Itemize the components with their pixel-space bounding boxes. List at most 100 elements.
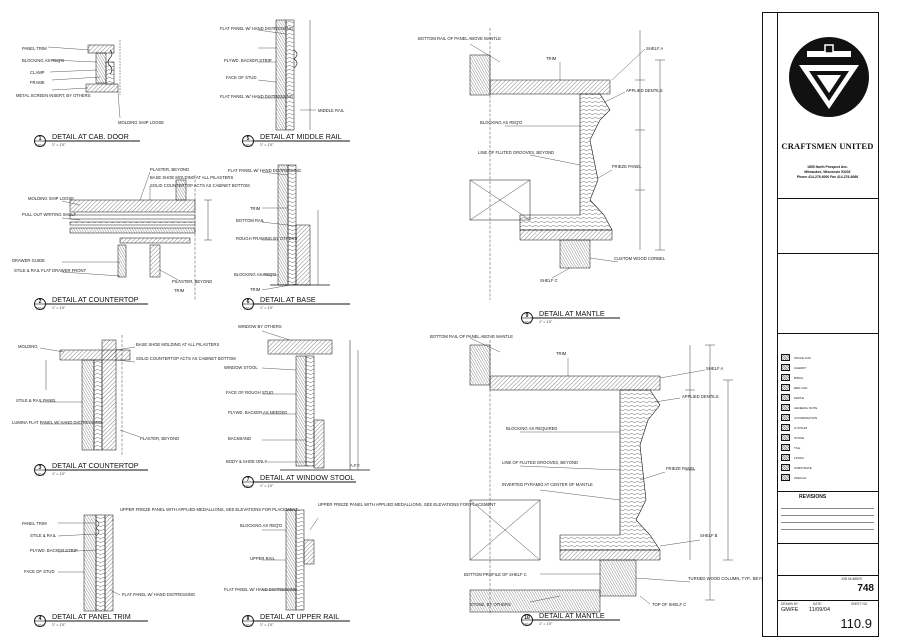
label: TOP OF SHELF C bbox=[652, 602, 686, 607]
detail-title: DETAIL AT WINDOW STOOL bbox=[260, 473, 354, 482]
label: UPPER FRIEZE PANEL WITH APPLIED MEDALLIO… bbox=[318, 502, 496, 507]
legend-text: GYPSUM bbox=[794, 425, 808, 430]
detail-scale: 1" = 1'0" bbox=[539, 320, 553, 324]
label: BASE SHOE MOLDING AT ALL PILASTERS bbox=[136, 342, 219, 347]
detail-title: DETAIL AT MIDDLE RAIL bbox=[260, 132, 342, 141]
detail-title: DETAIL AT COUNTERTOP bbox=[52, 461, 139, 470]
legend-swatch bbox=[781, 454, 790, 461]
label: FRAME bbox=[30, 80, 45, 85]
label: BLOCKING AS REQ'D bbox=[22, 58, 64, 63]
detail-8-title: 8 110.9 DETAIL AT UPPER RAIL 1" = 1'0" bbox=[242, 612, 350, 627]
firm-address-1: 1855 North Prospect Ave. bbox=[807, 165, 848, 169]
legend-row: COORDINATION bbox=[781, 413, 817, 422]
label: PLASTER, BEYOND bbox=[150, 167, 189, 172]
legend-row: TILE bbox=[781, 443, 800, 452]
date-label: DATE: bbox=[813, 602, 823, 606]
legend-text: FINISH bbox=[794, 455, 804, 460]
label: PANEL TRIM bbox=[22, 46, 47, 51]
title-block-strip bbox=[767, 13, 778, 636]
label: STILE & RAIL PANEL bbox=[16, 398, 57, 403]
detail-1-labels: PANEL TRIM BLOCKING AS REQ'D CLAMP FRAME… bbox=[16, 46, 164, 125]
sheet-ref: 110.9 bbox=[244, 623, 253, 627]
legend-row: GYPSUM bbox=[781, 423, 807, 432]
label: SHELF C bbox=[540, 278, 558, 283]
legend-text: TILE bbox=[794, 445, 801, 450]
detail-2-drawing bbox=[61, 171, 212, 300]
label: INVERTED PYRAMID AT CENTER OF MANTLE bbox=[502, 482, 593, 487]
detail-10-drawing bbox=[469, 337, 733, 615]
sheet-ref: 110.9 bbox=[244, 306, 253, 310]
legend-row: SUBSTRATE bbox=[781, 463, 812, 472]
label: SHELF B bbox=[700, 533, 718, 538]
legend-swatch bbox=[781, 474, 790, 481]
divider bbox=[777, 491, 878, 492]
sheet-ref: 110.9 bbox=[36, 306, 45, 310]
drawn-by: GM/FE bbox=[781, 607, 799, 613]
label: FRIEZE PANEL bbox=[666, 466, 696, 471]
divider bbox=[777, 333, 878, 334]
label: BLOCKING AS REQ'D bbox=[234, 272, 276, 277]
legend-swatch bbox=[781, 384, 790, 391]
label: WINDOW STOOL bbox=[224, 365, 258, 370]
detail-7-labels: WINDOW BY OTHERS WINDOW STOOL FACE OF RO… bbox=[224, 324, 360, 468]
legend-row: MAPLE bbox=[781, 393, 804, 402]
legend-swatch bbox=[781, 354, 790, 361]
legend-row: CHERRY bbox=[781, 363, 807, 372]
detail-scale: 1" = 1'0" bbox=[260, 306, 274, 310]
detail-5-drawing bbox=[257, 19, 316, 131]
detail-scale: 1" = 1'0" bbox=[52, 623, 66, 627]
label: UPPER FRIEZE PANEL WITH APPLIED MEDALLIO… bbox=[120, 507, 298, 512]
detail-4-labels: UPPER FRIEZE PANEL WITH APPLIED MEDALLIO… bbox=[22, 507, 298, 597]
detail-3-labels: BASE SHOE MOLDING AT ALL PILASTERS SOLID… bbox=[12, 342, 236, 441]
label: WINDOW BY OTHERS bbox=[238, 324, 282, 329]
sheet-ref: 110.9 bbox=[523, 622, 532, 626]
label: BACKBAND bbox=[228, 436, 251, 441]
label: STONE, BY OTHERS bbox=[470, 602, 511, 607]
divider bbox=[777, 543, 878, 544]
legend-row: BIRCH bbox=[781, 373, 803, 382]
firm-name: CRAFTSMEN UNITED bbox=[781, 141, 874, 151]
label: STILE & RAIL FLAT DRAWER FRONT bbox=[14, 268, 87, 273]
legend-row: SPACE OAK bbox=[781, 353, 811, 362]
label: PLYWD. BACKER AS NEEDED bbox=[228, 410, 287, 415]
detail-1-title: 1 110.9 DETAIL AT CAB. DOOR 1" = 1'0" bbox=[34, 132, 140, 147]
legend-text: RED OAK bbox=[794, 385, 808, 390]
label: UPPER RAIL bbox=[250, 556, 276, 561]
legend-row: STONE bbox=[781, 433, 804, 442]
legend-swatch bbox=[781, 364, 790, 371]
label: APPLIED DENTILS bbox=[682, 394, 719, 399]
sheet-ref: 110.9 bbox=[523, 320, 532, 324]
detail-2-title: 2 110.9 DETAIL AT COUNTERTOP 1" = 1'0" bbox=[34, 295, 148, 310]
detail-5-labels: FLAT PANEL W/ HAND DISTRESSING PLYWD. BA… bbox=[220, 26, 345, 113]
label: BOTTOM PROFILE OF SHELF C bbox=[464, 572, 527, 577]
detail-number: 10 bbox=[524, 615, 530, 621]
label: BOTTOM RAIL OF PANEL ABOVE MANTLE bbox=[430, 334, 513, 339]
revision-row bbox=[781, 503, 874, 509]
revision-row bbox=[781, 517, 874, 523]
label: BOTTOM RAIL OF PANEL ABOVE MANTLE bbox=[418, 36, 501, 41]
label: FLAT PANEL W/ HAND DISTRESSING bbox=[228, 168, 301, 173]
label: TRIM bbox=[556, 351, 567, 356]
drawn-by-label: DRAWN BY: bbox=[781, 602, 799, 606]
revisions-heading: REVISIONS bbox=[799, 494, 827, 500]
legend-row: SPECIAL bbox=[781, 473, 807, 482]
detail-number: 1 bbox=[39, 136, 42, 142]
label: LINE OF FLUTED GROOVES, BEYOND bbox=[478, 150, 554, 155]
label: FRIEZE PANEL bbox=[612, 164, 642, 169]
detail-10-labels: BOTTOM RAIL OF PANEL ABOVE MANTLE TRIM S… bbox=[430, 334, 770, 607]
sheet-ref: 110.9 bbox=[36, 623, 45, 627]
label: FACE OF STUD bbox=[226, 75, 256, 80]
label: FLAT PANEL W/ HAND DISTRESSING bbox=[224, 587, 297, 592]
detail-4-title: 4 110.9 DETAIL AT PANEL TRIM 1" = 1'0" bbox=[34, 612, 148, 627]
title-block: CRAFTSMEN UNITED 1855 North Prospect Ave… bbox=[762, 12, 879, 637]
detail-9-title: 9 110.9 DETAIL AT MANTLE 1" = 1'0" bbox=[521, 309, 620, 324]
sheet-ref: 110.9 bbox=[244, 143, 253, 147]
detail-title: DETAIL AT UPPER RAIL bbox=[260, 612, 339, 621]
detail-2-labels: PLASTER, BEYOND BASE SHOE MOLDING AT ALL… bbox=[12, 167, 250, 293]
label: DRAWER GUIDE bbox=[12, 258, 45, 263]
detail-scale: 1" = 1'0" bbox=[260, 623, 274, 627]
label: FLAT PANEL W/ HAND DISTRESSING bbox=[220, 26, 293, 31]
label: A.F.F. bbox=[350, 463, 360, 468]
sheet-number-label: SHEET NO. bbox=[851, 602, 869, 606]
firm-phone: Phone 414-276-6000 Fax 414-276-6066 bbox=[796, 175, 859, 179]
